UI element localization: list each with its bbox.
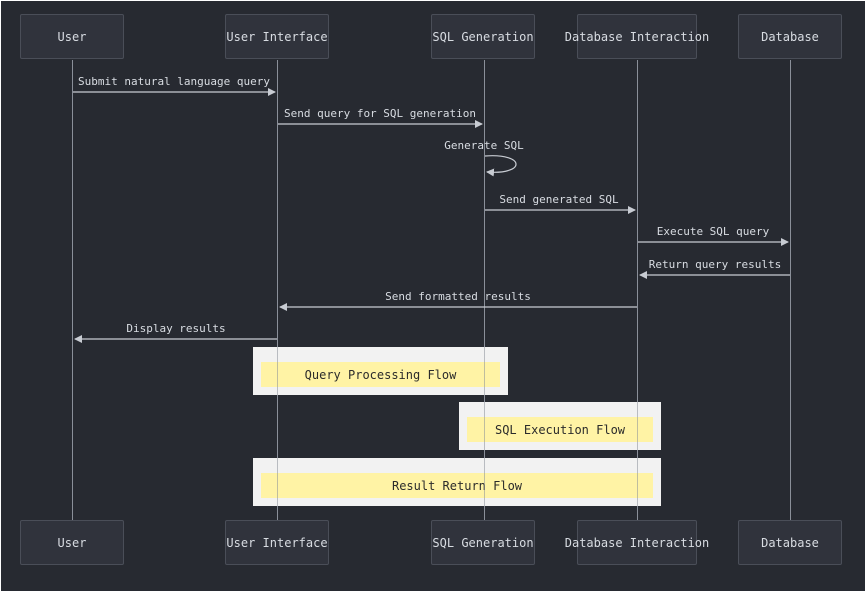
message-label: Submit natural language query (77, 75, 271, 88)
message-label: Return query results (648, 258, 782, 271)
actor-database-top: Database (738, 14, 842, 59)
note-label: SQL Execution Flow (467, 417, 653, 442)
message-label: Display results (126, 322, 226, 335)
actor-database-bottom: Database (738, 520, 842, 565)
actor-user-top: User (20, 14, 124, 59)
lifeline-database (790, 60, 791, 522)
lifeline-database-interaction (637, 60, 638, 522)
message-label: Send generated SQL (499, 193, 619, 206)
actor-user-interface-bottom: User Interface (225, 520, 329, 565)
message-label: Send query for SQL generation (283, 107, 477, 120)
message-label: Execute SQL query (656, 225, 770, 238)
lifeline-user (72, 60, 73, 522)
lifeline-overlay-dbi (637, 402, 638, 507)
lifeline-user-interface (277, 60, 278, 522)
actor-sql-generation-bottom: SQL Generation (431, 520, 535, 565)
actor-sql-generation-top: SQL Generation (431, 14, 535, 59)
note-label: Query Processing Flow (261, 362, 500, 387)
actor-user-interface-top: User Interface (225, 14, 329, 59)
note-result-return-flow: Result Return Flow (253, 458, 661, 506)
message-label: Generate SQL (444, 139, 524, 152)
message-label: Send formatted results (385, 290, 531, 303)
actor-database-interaction-top: Database Interaction (565, 14, 709, 59)
arrow-generate-sql-self (484, 155, 517, 177)
note-sql-execution-flow: SQL Execution Flow (459, 402, 661, 450)
note-label: Result Return Flow (261, 473, 653, 498)
lifeline-overlay-sqlgen (484, 347, 485, 507)
actor-user-bottom: User (20, 520, 124, 565)
lifeline-overlay-ui (277, 347, 278, 507)
actor-database-interaction-bottom: Database Interaction (565, 520, 709, 565)
lifeline-sql-generation (484, 60, 485, 522)
note-query-processing-flow: Query Processing Flow (253, 347, 508, 395)
